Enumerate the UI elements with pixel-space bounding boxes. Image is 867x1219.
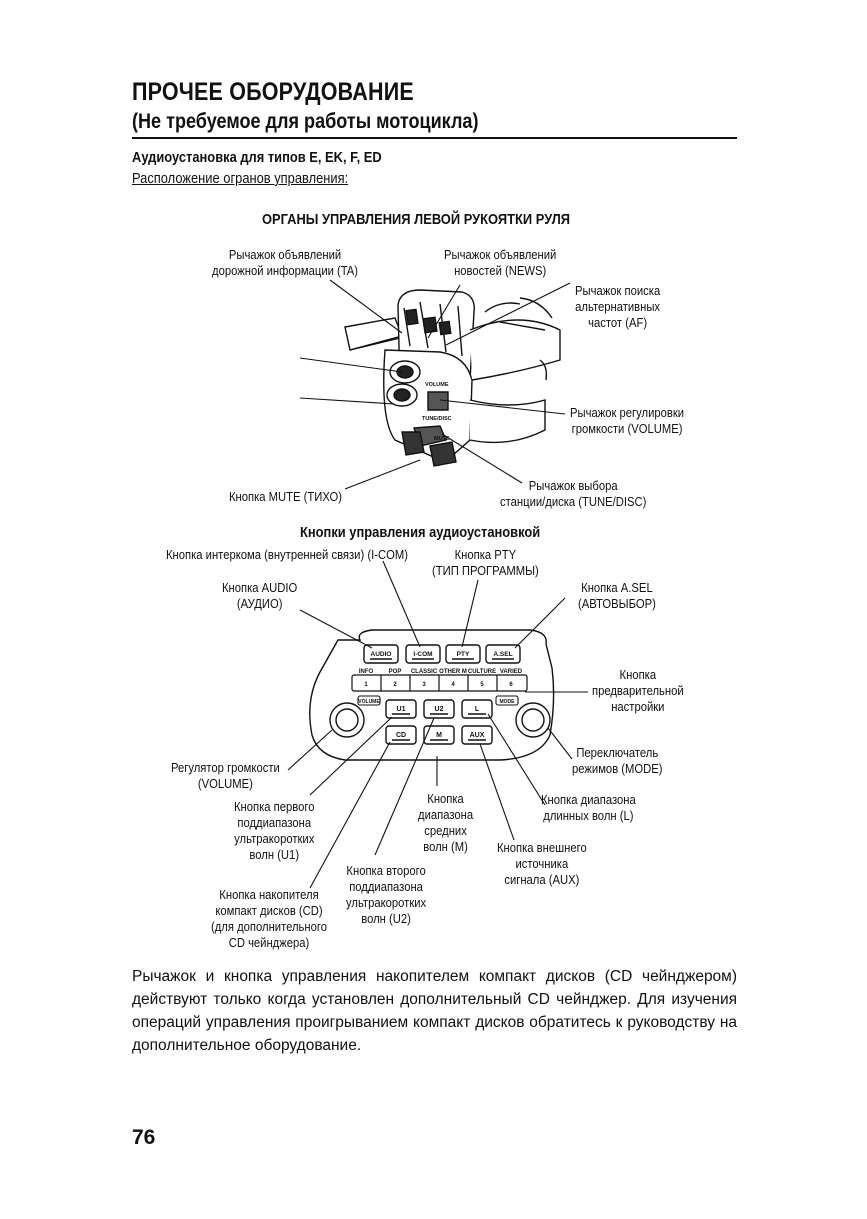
preset-num-1: 1 xyxy=(364,682,368,688)
label-aux: Кнопка внешнего источника сигнала (AUX) xyxy=(497,841,587,887)
preset-num-6: 6 xyxy=(509,682,513,688)
body-paragraph: Рычажок и кнопка управления накопителем … xyxy=(132,968,737,1054)
btn-asel: A.SEL xyxy=(493,651,512,658)
band-button-labels: U1 U2 L CD M AUX xyxy=(396,706,485,739)
section-heading: Аудиоустановка для типов E, EK, F, ED xyxy=(132,149,382,166)
subsection-heading: Расположение огранов управления: xyxy=(132,170,349,187)
btn-pty: PTY xyxy=(457,651,470,658)
label-tune: Рычажок выбора станции/диска (TUNE/DISC) xyxy=(500,479,647,509)
preset-genre-2: POP xyxy=(389,669,402,675)
grip-tune-text: TUNE/DISC xyxy=(422,416,452,422)
label-m: Кнопка диапазона средних волн (M) xyxy=(418,792,474,854)
label-af: Рычажок поиска альтернативных частот (AF… xyxy=(575,284,661,330)
label-pty: Кнопка PTY (ТИП ПРОГРАММЫ) xyxy=(432,548,539,578)
left-grip-heading: ОРГАНЫ УПРАВЛЕНИЯ ЛЕВОЙ РУКОЯТКИ РУЛЯ xyxy=(262,211,571,228)
mode-knob xyxy=(515,702,551,738)
grip-volume-text: VOLUME xyxy=(425,382,449,388)
label-l: Кнопка диапазона длинных волн (L) xyxy=(541,793,636,823)
btn-m: M xyxy=(436,732,442,739)
preset-genre-5: CULTURE xyxy=(468,669,496,675)
preset-genre-4: OTHER M xyxy=(439,669,467,675)
label-u2: Кнопка второго поддиапазона ультракоротк… xyxy=(346,864,427,926)
preset-labels: INFO POP CLASSIC OTHER M CULTURE VARIED … xyxy=(359,669,523,688)
label-volume-knob: Регулятор громкости (VOLUME) xyxy=(171,761,280,791)
left-grip-illustration xyxy=(344,289,561,467)
btn-audio: AUDIO xyxy=(371,651,392,658)
preset-num-4: 4 xyxy=(451,682,455,688)
grip-leader-lines xyxy=(299,279,571,490)
audio-top-button-labels: AUDIO I-COM PTY A.SEL xyxy=(371,651,513,658)
page-title: ПРОЧЕЕ ОБОРУДОВАНИЕ xyxy=(132,78,414,106)
label-ta: Рычажок объявлений дорожной информации (… xyxy=(212,248,359,278)
label-asel: Кнопка A.SEL (АВТОВЫБОР) xyxy=(578,581,656,611)
btn-u1: U1 xyxy=(397,706,406,713)
audio-leader-lines xyxy=(287,560,588,889)
label-news: Рычажок объявлений новостей (NEWS) xyxy=(444,248,557,278)
label-grip-volume: Рычажок регулировки громкости (VOLUME) xyxy=(570,406,685,436)
knob-mode-text: MODE xyxy=(500,699,516,705)
label-cd: Кнопка накопителя компакт дисков (CD) (д… xyxy=(211,888,328,950)
band-buttons xyxy=(385,699,493,745)
btn-aux: AUX xyxy=(470,732,485,739)
btn-u2: U2 xyxy=(435,706,444,713)
preset-num-2: 2 xyxy=(393,682,397,688)
btn-l: L xyxy=(475,706,480,713)
label-audio: Кнопка AUDIO (АУДИО) xyxy=(222,581,298,611)
knob-vol-text: VOLUME xyxy=(358,699,380,705)
label-u1: Кнопка первого поддиапазона ультракоротк… xyxy=(234,800,315,862)
preset-row xyxy=(351,674,528,692)
label-preset: Кнопка предварительной настройки xyxy=(592,668,684,714)
btn-icom: I-COM xyxy=(413,651,432,658)
label-icom: Кнопка интеркома (внутренней связи) (I-C… xyxy=(166,548,408,562)
volume-knob xyxy=(329,702,365,738)
preset-genre-3: CLASSIC xyxy=(411,669,438,675)
label-mute: Кнопка MUTE (ТИХО) xyxy=(229,490,343,504)
preset-num-3: 3 xyxy=(422,682,426,688)
preset-genre-6: VARIED xyxy=(500,669,523,675)
title-rule xyxy=(132,137,737,139)
grip-switch-labels: VOLUME TUNE/DISC MUTE xyxy=(422,382,452,442)
preset-genre-1: INFO xyxy=(359,669,374,675)
grip-mute-text: MUTE xyxy=(434,436,450,442)
preset-num-5: 5 xyxy=(480,682,484,688)
page-subtitle: (Не требуемое для работы мотоцикла) xyxy=(132,110,479,133)
audio-top-buttons xyxy=(363,644,521,664)
label-mode: Переключатель режимов (MODE) xyxy=(572,746,663,776)
audio-panel-heading: Кнопки управления аудиоустановкой xyxy=(300,524,541,541)
page-number: 76 xyxy=(132,1126,156,1149)
btn-cd: CD xyxy=(396,732,406,739)
